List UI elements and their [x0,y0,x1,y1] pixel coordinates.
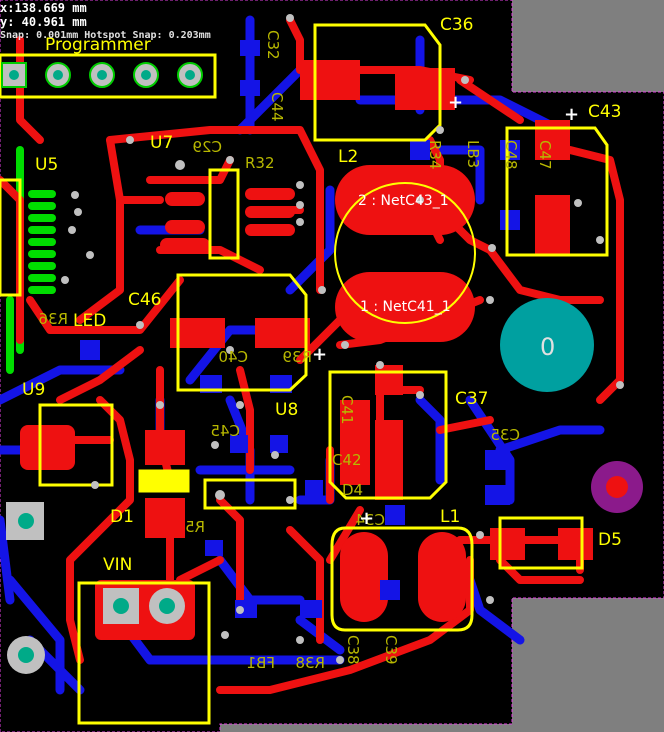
label-u8: U8 [275,400,298,420]
label-c40: C40 [218,348,248,366]
svg-text:+: + [359,508,374,529]
label-c44: C44 [268,92,286,122]
label-r32: R32 [245,154,275,172]
cursor-x-readout: x:138.669 mm [0,1,87,15]
label-c32: C32 [264,30,282,60]
label-u7: U7 [150,133,173,153]
label-c42: C42 [332,451,362,469]
label-c41: C41 [338,395,356,425]
snap-readout: Snap: 0.001mm Hotspot Snap: 0.203mm [0,30,211,41]
label-led: LED [73,311,106,331]
label-l2: L2 [338,147,358,167]
svg-text:+: + [564,104,579,125]
through-hole-pads [1,62,643,674]
label-c39: C39 [382,635,400,665]
label-fb1: FB1 [247,654,275,672]
label-u9: U9 [22,380,45,400]
label-c34: C34 [355,511,385,529]
label-l1: L1 [440,507,460,527]
u5-pads [28,190,56,294]
silkscreen-layer [0,23,609,725]
bottom-pads [80,40,520,618]
label-c29: C29 [192,138,222,156]
label-d4: D4 [342,481,363,499]
label-c36: C36 [440,15,474,35]
label-c45: C45 [210,422,240,440]
label-d1: D1 [110,507,134,527]
label-r36: R36 [38,310,68,328]
polarity-marks: + + + + [312,92,579,529]
svg-text:+: + [312,344,327,365]
label-c48: C48 [502,140,520,170]
label-lb3: LB3 [464,140,482,168]
net-label-2: 2 : NetC43_1 [358,193,449,209]
bottom-silkscreen-text: C32 C44 C29 R32 R34 LB3 C48 C47 R36 C40 … [38,30,554,672]
label-c35: C35 [490,426,520,444]
label-r39: R39 [282,348,312,366]
label-c43: C43 [588,102,622,122]
label-c37: C37 [455,389,489,409]
label-r34: R34 [426,140,444,170]
label-c38: C38 [344,635,362,665]
silkscreen-text: Programmer C36 C43 U5 U7 L2 C46 LED C37 … [22,15,622,575]
label-r38: R38 [295,654,325,672]
label-c46: C46 [128,290,162,310]
vias [61,14,624,664]
label-r5: R5 [185,518,205,536]
label-hole-number: 0 [540,333,555,361]
svg-text:+: + [448,92,463,113]
label-d5: D5 [598,530,622,550]
net-label-1: 1 : NetC41_1 [360,299,451,315]
label-programmer: Programmer [45,35,151,55]
cursor-y-readout: y: 40.961 mm [0,15,87,29]
label-u5: U5 [35,155,58,175]
label-vin: VIN [103,555,132,575]
label-c47: C47 [536,140,554,170]
net-labels: 2 : NetC43_1 1 : NetC41_1 [358,193,451,315]
